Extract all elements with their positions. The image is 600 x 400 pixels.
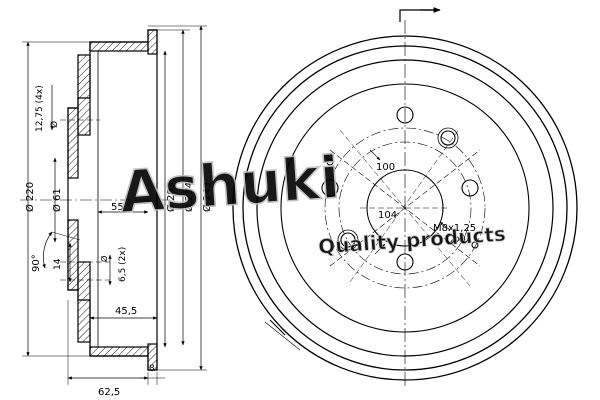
dim-d61: Ø 61	[51, 188, 63, 212]
watermark-tagline: Quality products	[317, 222, 506, 259]
section-marker-top	[399, 9, 440, 22]
dim-d55: 55	[111, 202, 124, 213]
bolt-hole-right	[461, 179, 479, 197]
dim-d243: Ø 243	[201, 182, 213, 212]
label-thread: M8x1,25	[433, 223, 476, 234]
watermark-brand: Ashuki	[117, 143, 342, 226]
hatch-face-lower	[77, 261, 91, 343]
label-thread-qty: (2x)	[446, 234, 466, 245]
hatch-rim-bottom	[147, 343, 158, 371]
dim-d12_75-symbol: Ø	[49, 121, 60, 128]
hatch-rim-top	[147, 29, 158, 55]
label-pcd104: 104	[378, 210, 397, 221]
thread-hole-upper-outer	[437, 127, 459, 149]
thread-hole-upper	[440, 130, 456, 146]
bolt-hole-left	[321, 179, 339, 197]
dim-d90: 90°	[31, 254, 42, 272]
dim-d14: 14	[53, 258, 63, 270]
hatch-hub-lower	[67, 219, 79, 291]
dim-d62_5: 62,5	[98, 387, 120, 398]
dim-d220: Ø 220	[24, 182, 36, 212]
pcd-circle	[324, 127, 486, 289]
dim-d45_5: 45,5	[115, 306, 137, 317]
dim-d8: 8	[149, 364, 155, 374]
thread-hole-lower-outer	[337, 229, 359, 251]
label-pcd100: 100	[376, 162, 395, 173]
bolt-hole-top	[396, 106, 414, 124]
dim-d6_5-symbol: Ø	[99, 256, 109, 262]
dim-d234: Ø 234	[183, 182, 195, 212]
side-section-view	[20, 25, 207, 385]
small-hole-right	[471, 241, 479, 249]
thread-hole-lower	[340, 232, 356, 248]
dim-d6_5: 6,5 (2x)	[118, 247, 128, 282]
hatch-hub-upper	[67, 107, 79, 179]
small-hole-left	[326, 158, 334, 166]
hatch-face-upper	[77, 54, 91, 136]
dim-d12_75: 12,75 (4x)	[35, 85, 45, 132]
front-view	[232, 7, 578, 388]
dim-d203: Ø 203	[165, 182, 177, 212]
hatch-bottom-wall	[89, 346, 149, 357]
hatch-top-wall	[89, 41, 149, 52]
